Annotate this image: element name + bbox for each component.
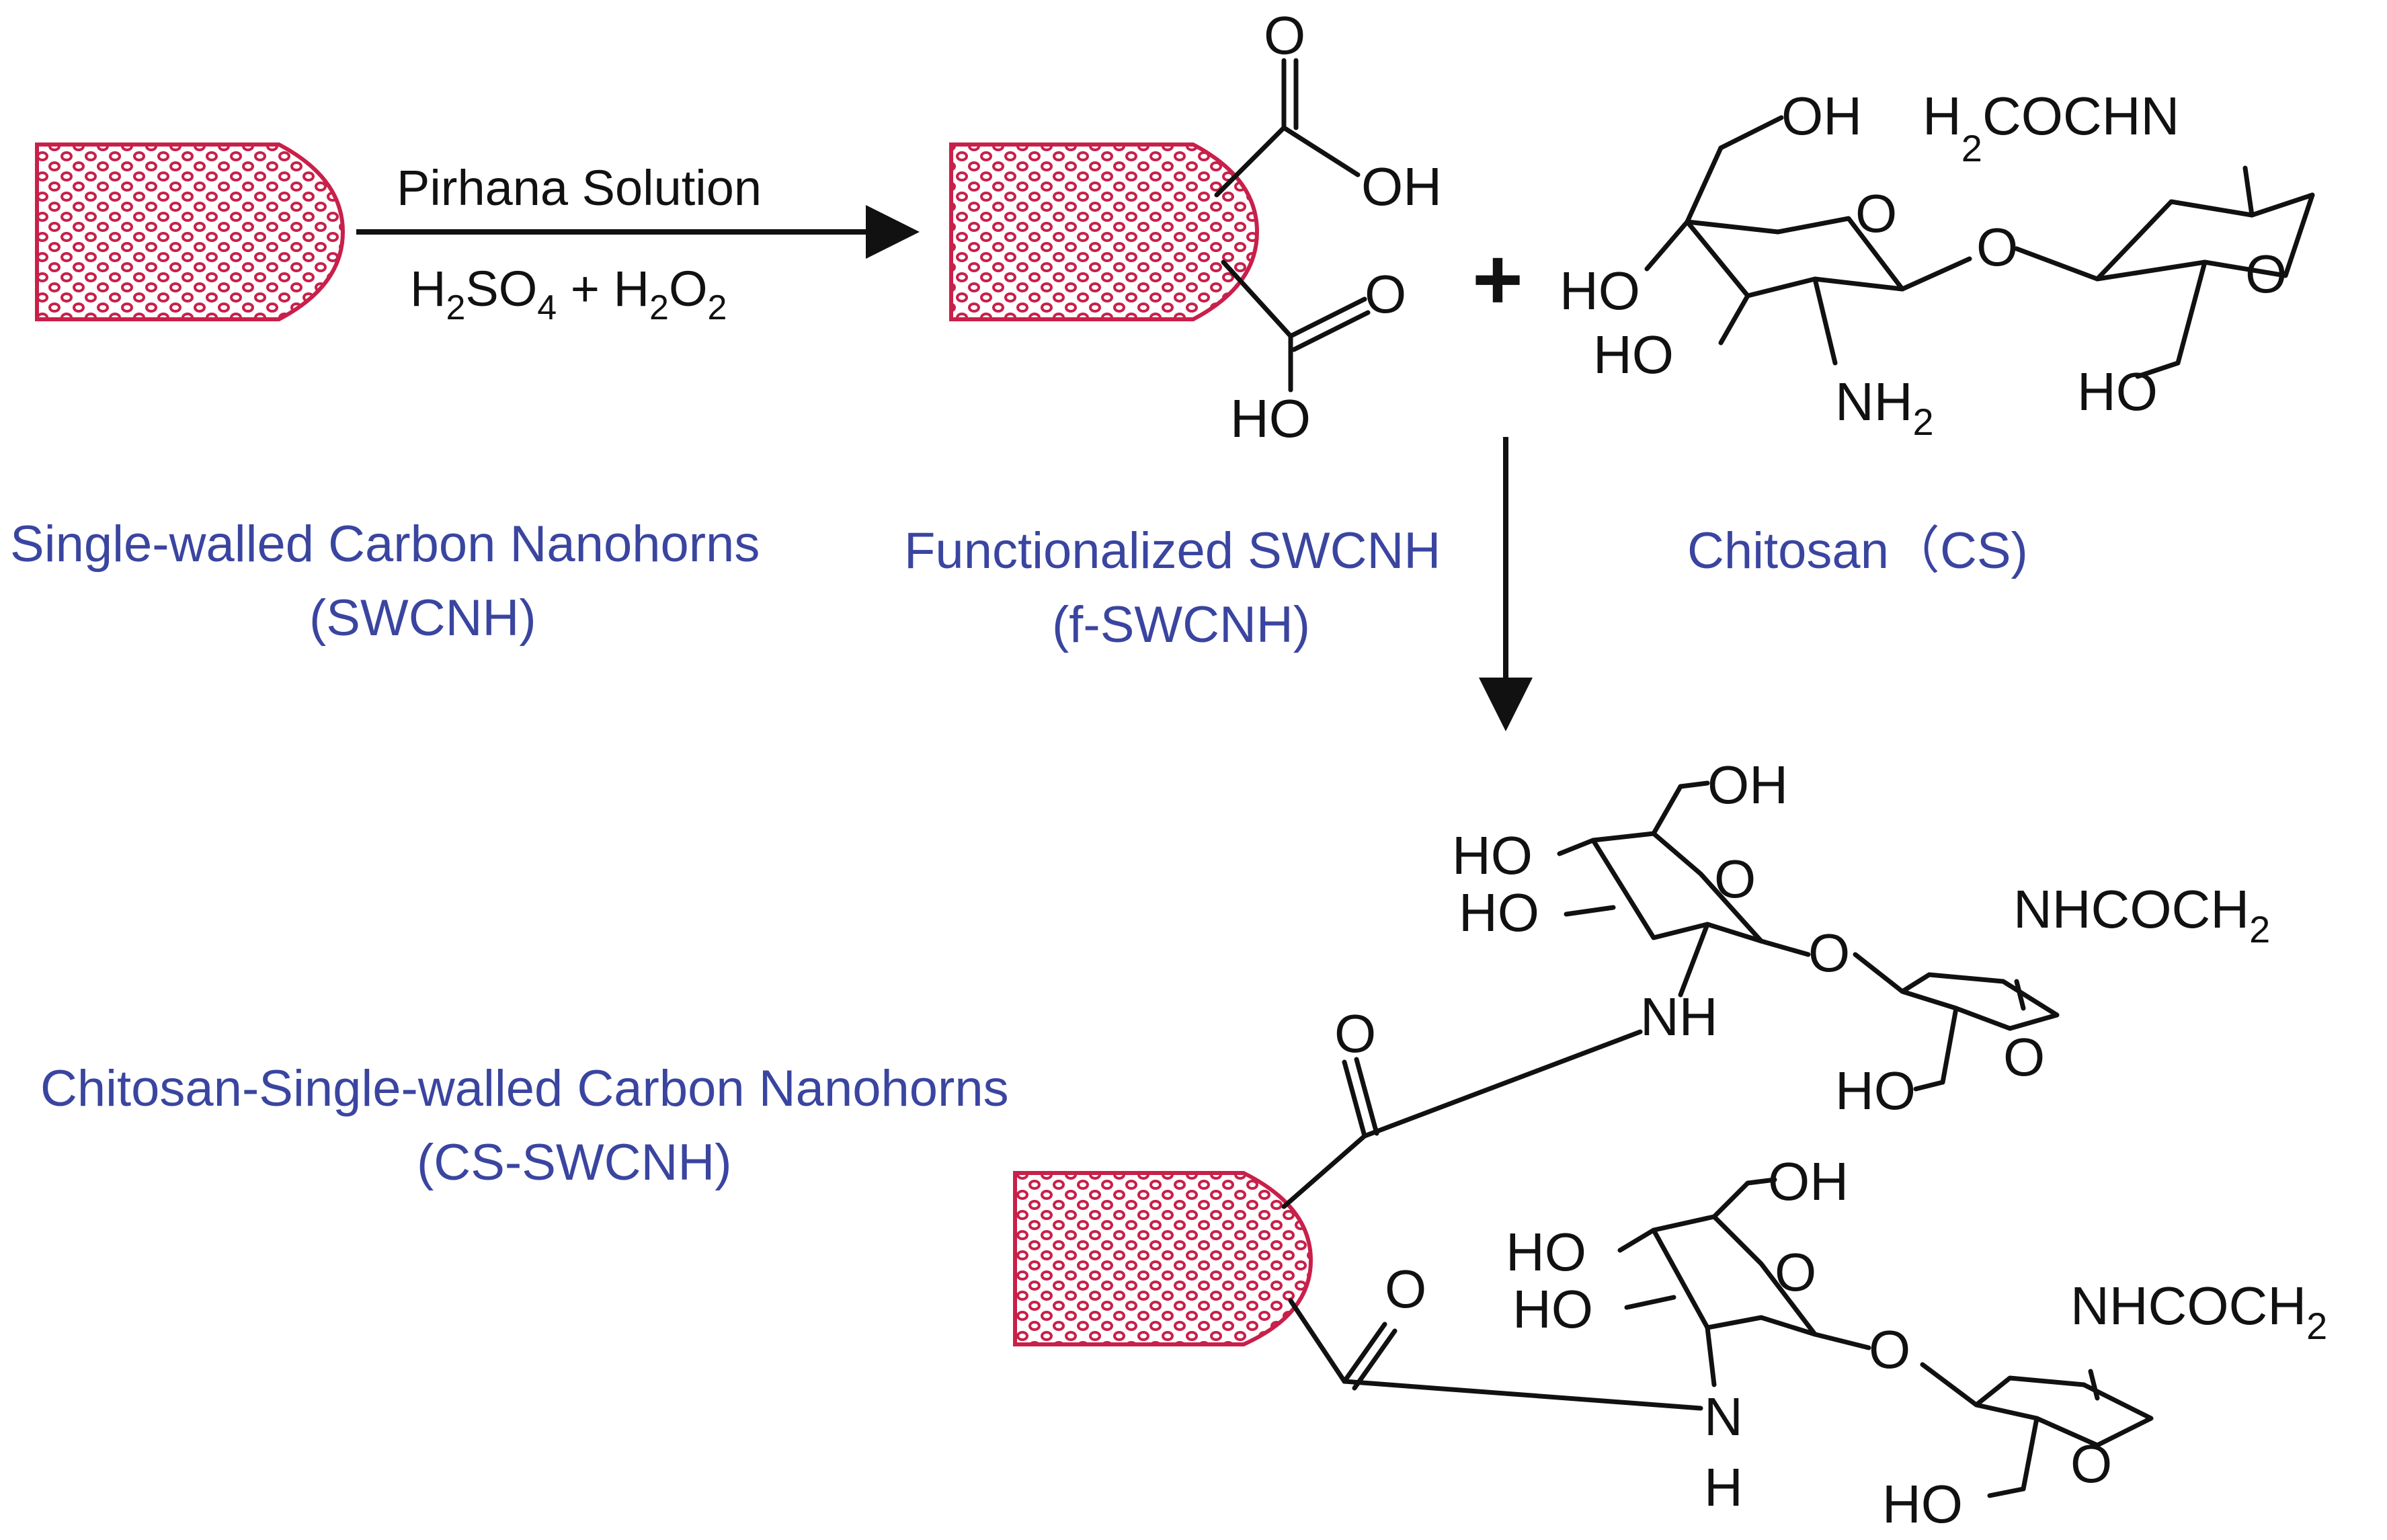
caption-product-line1: Chitosan-Single-walled Carbon Nanohorns [40,1060,1009,1117]
atom-o: O [1334,1004,1376,1063]
atom-o: O [1264,5,1305,65]
atom-nh: NH [1640,987,1718,1047]
atom-o: O [1714,849,1756,909]
atom-h2cochn: H2COCHN [1923,86,2179,169]
atom-ho: HO [2077,362,2158,421]
atom-o: O [1855,184,1897,243]
atom-nh2: NH2 [1835,372,1934,443]
reagent-label: Pirhana Solution [397,160,762,216]
chitosan-unit-upper [1557,780,2060,1092]
caption-swcnh-line1: Single-walled Carbon Nanohorns [10,516,760,573]
atom-oh: OH [1768,1151,1849,1211]
atom-o: O [2003,1027,2045,1087]
carboxyl-groups [1214,58,1371,393]
caption-chitosan: Chitosan（CS) [1687,522,2028,579]
atom-o: O [1869,1320,1910,1379]
atom-nhcoch2: NHCOCH2 [2013,879,2270,950]
atom-ho: HO [1835,1061,1916,1121]
caption-fswcnh-line1: Functionalized SWCNH [904,522,1441,579]
caption-fswcnh-line2: (f-SWCNH) [1052,596,1310,653]
atom-oh: OH [1781,86,1862,146]
atom-ho: HO [1452,825,1533,885]
chitosan-unit-lower [1617,1177,2154,1498]
atom-ho: HO [1230,389,1311,448]
chitosan-structure [1644,115,2315,379]
caption-product-line2: (CS-SWCNH) [417,1134,732,1191]
nanohorn-fswcnh [949,143,1260,321]
atom-n: N [1704,1387,1743,1447]
atom-ho: HO [1506,1222,1586,1282]
atom-o: O [1976,217,2018,277]
atom-o: O [1808,923,1850,983]
nanohorn-swcnh [35,143,346,321]
atom-oh: OH [1361,157,1442,216]
conditions-label: H2SO4 + H2O2 [410,261,727,327]
atom-o: O [1775,1242,1816,1302]
atom-nhcoch2: NHCOCH2 [2070,1276,2327,1347]
atom-o: O [1365,264,1406,324]
nanohorn-cs-swcnh [1013,1171,1313,1346]
atom-oh: OH [1707,755,1788,815]
atom-ho: HO [1882,1474,1963,1534]
amide-links [1281,1029,1703,1411]
atom-h: H [1704,1457,1743,1517]
caption-swcnh-line2: (SWCNH) [309,590,536,647]
atom-ho: HO [1512,1279,1593,1339]
plus-sign: + [1472,230,1523,328]
atom-ho: HO [1560,261,1640,321]
atom-o: O [2245,244,2287,304]
atom-o: O [1385,1259,1426,1319]
atom-o: O [2070,1434,2112,1494]
atom-ho: HO [1459,883,1539,942]
atom-ho: HO [1593,325,1674,384]
